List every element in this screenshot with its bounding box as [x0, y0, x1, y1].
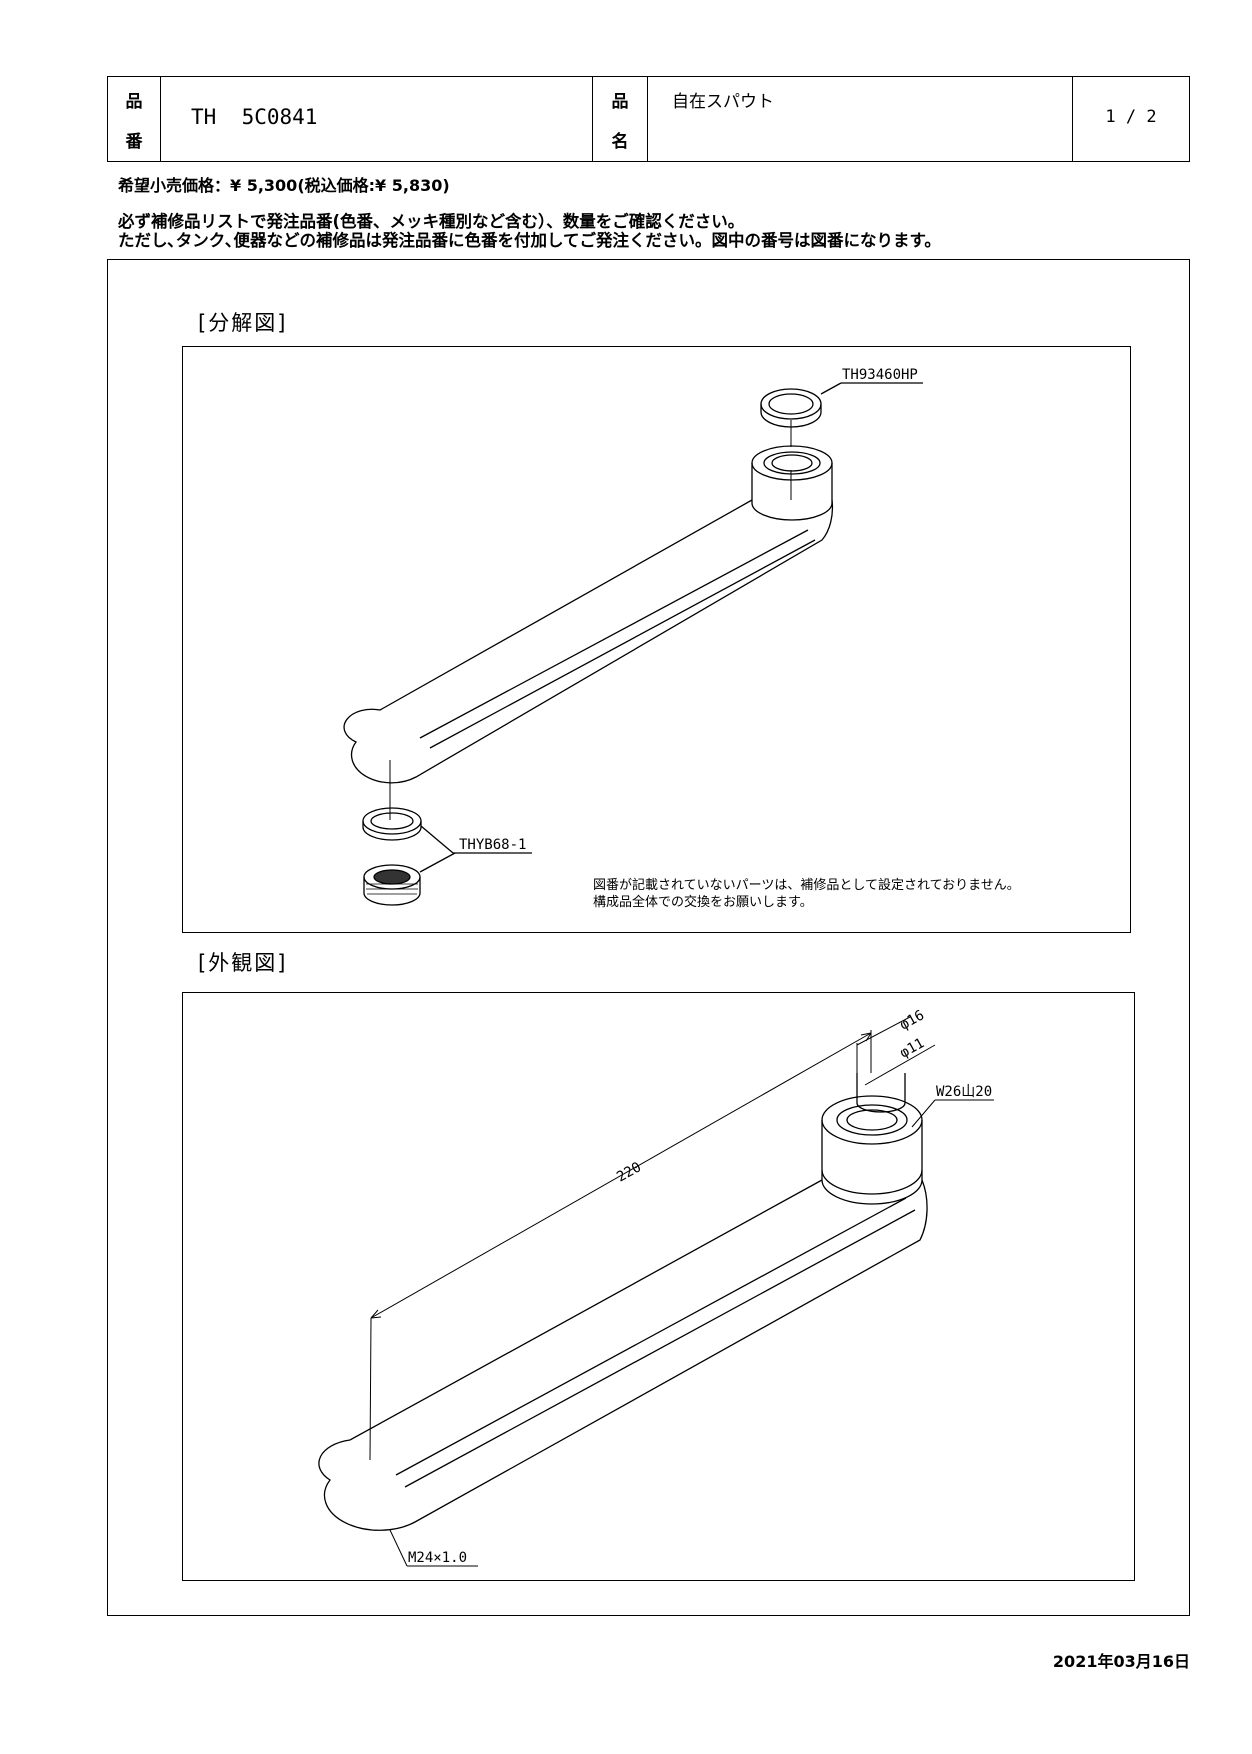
- note-line: 図番が記載されていないパーツは、補修品として設定されておりません。: [593, 878, 1020, 893]
- note-line: ただし､タンク､便器などの補修品は発注品番に色番を付加してご発注ください。図中の…: [118, 231, 941, 250]
- spout-arm: [343, 499, 834, 784]
- label-char: 名: [611, 132, 629, 152]
- product-name-label: 品 名: [593, 77, 648, 161]
- part-label-gasket: THYB68-1: [459, 837, 526, 853]
- exterior-view-panel: [182, 992, 1135, 1581]
- dim-length: 220: [614, 1159, 644, 1185]
- product-name: 自在スパウト: [648, 77, 1073, 161]
- exploded-note: 図番が記載されていないパーツは、補修品として設定されておりません。 構成品全体で…: [593, 877, 1020, 911]
- label-char: 品: [611, 92, 629, 112]
- exploded-view-panel: [182, 346, 1131, 933]
- order-notes: 必ず補修品リストで発注品番(色番、メッキ種別など含む）、数量をご確認ください。 …: [118, 212, 941, 250]
- part-number: TH 5C0841: [161, 77, 593, 161]
- suggested-price: 希望小売価格：¥ 5,300(税込価格:¥ 5,830): [118, 176, 450, 195]
- label-char: 品: [125, 92, 143, 112]
- title-block: 品 番 TH 5C0841 品 名 自在スパウト 1 / 2: [107, 76, 1190, 162]
- exterior-view-title: [外観図]: [198, 951, 288, 975]
- page-number: 1 / 2: [1105, 107, 1157, 127]
- note-line: 必ず補修品リストで発注品番(色番、メッキ種別など含む）、数量をご確認ください。: [118, 212, 745, 231]
- dim-bottom-thread: M24×1.0: [408, 1550, 467, 1566]
- part-number-label: 品 番: [108, 77, 161, 161]
- exploded-view-title: [分解図]: [198, 311, 288, 335]
- drawing-frame: [107, 259, 1190, 1616]
- part-label-top-ring: TH93460HP: [842, 367, 918, 383]
- dim-outer-diameter: φ16: [897, 1007, 927, 1033]
- dim-top-thread: W26山20: [936, 1084, 992, 1100]
- issue-date: 2021年03月16日: [1052, 1652, 1190, 1671]
- pipe-stub: [856, 1073, 906, 1113]
- note-line: 構成品全体での交換をお願いします。: [593, 895, 813, 910]
- spout-arm: [318, 1179, 928, 1531]
- label-char: 番: [125, 132, 143, 152]
